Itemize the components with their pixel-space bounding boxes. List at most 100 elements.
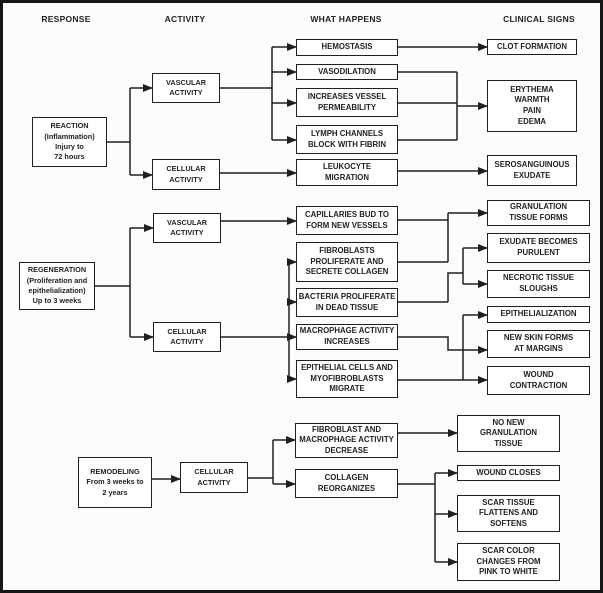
node-vasodilation: VASODILATION	[296, 64, 398, 80]
node-label-line: MACROPHAGE ACTIVITY	[299, 326, 395, 336]
node-label-line: epithelialization)	[28, 286, 86, 295]
node-label-line: ERYTHEMA	[510, 84, 554, 94]
node-label-line: CELLULAR	[167, 326, 207, 336]
node-label-line: TISSUE	[494, 438, 523, 448]
node-label-line: FIBROBLASTS	[319, 246, 375, 256]
column-header-what-happens: WHAT HAPPENS	[310, 14, 382, 24]
node-label-line: 2 years	[102, 487, 128, 497]
node-label-line: ACTIVITY	[169, 88, 203, 97]
node-label-line: CELLULAR	[194, 467, 234, 477]
node-label-line: VASODILATION	[318, 66, 376, 76]
node-label-line: SLOUGHS	[519, 284, 558, 293]
node-label-line: REORGANIZES	[317, 483, 376, 493]
node-label-line: INCREASES	[324, 337, 370, 346]
node-label-line: 72 hours	[54, 152, 85, 162]
node-clot-formation: CLOT FORMATION	[487, 39, 577, 55]
node-label-line: EXUDATE BECOMES	[499, 237, 578, 247]
node-label-line: PAIN	[522, 106, 542, 115]
node-label-line: LEUKOCYTE	[322, 161, 372, 171]
node-label-line: BLOCK WITH FIBRIN	[308, 139, 386, 149]
node-label-line: FLATTENS AND	[479, 508, 538, 518]
node-label-line: WOUND	[523, 369, 554, 379]
column-header-activity: ACTIVITY	[164, 14, 206, 24]
node-label-line: TISSUE FORMS	[509, 213, 568, 222]
node-label-line: SECRETE COLLAGEN	[305, 267, 389, 277]
node-label-line: WOUND CLOSES	[476, 467, 541, 477]
node-label-line: REMODELING	[90, 466, 140, 476]
node-label-line: EPITHELIAL CELLS AND	[301, 363, 393, 373]
node-label-line: CELLULAR	[166, 164, 206, 174]
node-label-line: EXUDATE	[513, 170, 551, 180]
node-label-line: GRANULATION	[479, 428, 538, 438]
node-label-line: WARMTH	[514, 95, 550, 105]
node-label-line: SEROSANGUINOUS	[494, 159, 570, 169]
node-label-line: NECROTIC TISSUE	[502, 273, 575, 283]
node-label-line: VASCULAR	[166, 77, 206, 87]
node-label-line: COLLAGEN	[324, 472, 369, 482]
node-label-line: IN DEAD TISSUE	[315, 302, 379, 312]
column-header-clinical-signs: CLINICAL SIGNS	[503, 14, 575, 24]
node-label-line: REGENERATION	[27, 265, 87, 275]
node-hemostasis: HEMOSTASIS	[296, 39, 398, 56]
node-label-line: CONTRACTION	[509, 380, 568, 390]
edge-38	[398, 336, 488, 354]
edge-group	[95, 43, 488, 566]
node-label-line: MYOFIBROBLASTS	[310, 373, 384, 383]
node-label-line: SCAR COLOR	[482, 546, 535, 556]
node-label-line: FORM NEW VESSELS	[306, 220, 388, 230]
node-label-line: LYMPH CHANNELS	[310, 128, 384, 138]
node-label-line: ACTIVITY	[197, 477, 231, 487]
node-label-line: MIGRATE	[329, 384, 365, 394]
node-label-line: AT MARGINS	[514, 344, 563, 353]
node-label-line: EPITHELIALIZATION	[500, 309, 577, 319]
node-label-line: CHANGES FROM	[476, 556, 541, 566]
node-label-line: CLOT FORMATION	[496, 41, 568, 51]
node-label-line: PROLIFERATE AND	[310, 256, 384, 266]
node-epithelialization: EPITHELIALIZATION	[487, 306, 590, 323]
node-label-line: PERMEABILITY	[317, 102, 377, 112]
node-label-line: (Proliferation and	[26, 275, 88, 285]
node-label-line: (Inflammation)	[44, 131, 95, 141]
node-label-line: From 3 weeks to	[86, 477, 144, 487]
node-label-line: NEW SKIN FORMS	[503, 333, 574, 343]
node-label-line: ACTIVITY	[169, 174, 203, 184]
node-label-line: BACTERIA PROLIFERATE	[298, 291, 396, 301]
node-label-line: PURULENT	[517, 248, 560, 257]
node-label-line: SCAR TISSUE	[482, 497, 535, 507]
node-label-line: Up to 3 weeks	[32, 296, 82, 306]
edge-34	[447, 272, 463, 302]
node-label-line: VASCULAR	[167, 217, 207, 227]
node-label-line: HEMOSTASIS	[321, 42, 373, 52]
node-label-line: DECREASE	[324, 445, 369, 455]
node-label-line: REACTION	[50, 121, 89, 131]
node-label-line: PINK TO WHITE	[479, 567, 538, 577]
node-label-line: MACROPHAGE ACTIVITY	[299, 435, 394, 445]
node-label-line: NO NEW	[492, 417, 525, 427]
